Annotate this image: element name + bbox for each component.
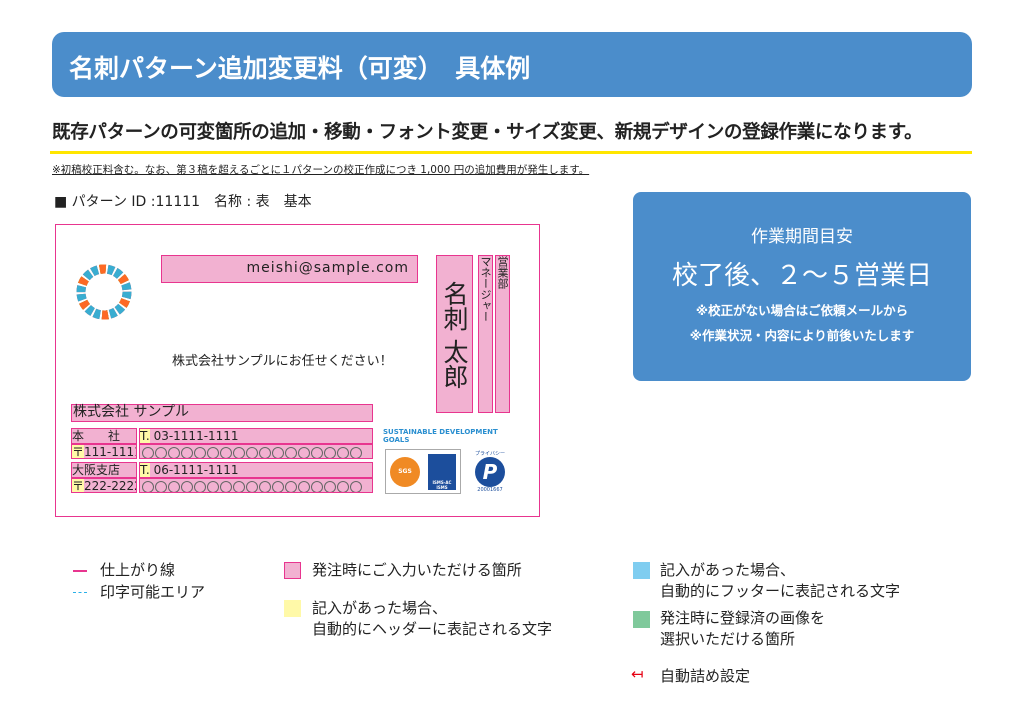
legend-print-area: 印字可能エリア: [100, 583, 206, 601]
placeholder-circle: [337, 446, 349, 458]
office-name-field[interactable]: 大阪支店: [71, 462, 137, 478]
office-name-field[interactable]: 本 社: [71, 428, 137, 444]
certification-logos: SGS ISMS-AC ISMS: [385, 449, 461, 494]
placeholder-circle: [142, 446, 154, 458]
privacy-number: 20001667: [477, 487, 503, 493]
placeholder-circle: [155, 480, 167, 492]
header-swatch: [284, 600, 301, 617]
tel-field[interactable]: T. 06-1111-1111: [139, 462, 373, 478]
page-header: 名刺パターン追加変更料（可変） 具体例: [52, 32, 972, 97]
placeholder-circle: [337, 480, 349, 492]
legend-line: 記入があった場合、: [312, 599, 448, 617]
placeholder-circle: [220, 446, 232, 458]
footer-swatch: [633, 562, 650, 579]
placeholder-circle: [324, 446, 336, 458]
placeholder-circle: [285, 446, 297, 458]
legend-line: 記入があった場合、: [660, 561, 796, 579]
zip-field[interactable]: 〒111-1111: [71, 444, 137, 459]
zip-field[interactable]: 〒222-2222: [71, 478, 137, 493]
legend-header-auto: 記入があった場合、自動的にヘッダーに表記される文字: [312, 598, 552, 640]
print-area-icon: [73, 592, 87, 593]
tel-value: 06-1111-1111: [153, 463, 239, 477]
placeholder-circle: [233, 446, 245, 458]
legend-input: 発注時にご入力いただける箇所: [312, 561, 522, 579]
auto-shrink-arrow-icon: ↤: [631, 665, 644, 683]
legend-line: 自動的にヘッダーに表記される文字: [312, 620, 553, 638]
placeholder-circle: [207, 480, 219, 492]
legend-line: 自動的にフッターに表記される文字: [660, 582, 901, 600]
department-field[interactable]: 営業部: [495, 255, 510, 413]
placeholder-circle: [246, 480, 258, 492]
placeholder-circle: [311, 446, 323, 458]
placeholder-circle: [168, 480, 180, 492]
placeholder-circle: [233, 480, 245, 492]
placeholder-circle: [259, 480, 271, 492]
legend-line: 発注時に登録済の画像を: [660, 609, 826, 627]
privacy-p-icon: P: [475, 457, 505, 487]
placeholder-circle: [272, 480, 284, 492]
placeholder-circle: [298, 446, 310, 458]
privacy-mark-logo: プライバシー P 20001667: [470, 450, 510, 494]
sdg-logo: SUSTAINABLE DEVELOPMENT GOALS: [383, 428, 498, 444]
isms-logo: ISMS-AC ISMS: [428, 453, 456, 490]
legend-auto-shrink: 自動詰め設定: [660, 667, 751, 685]
tel-prefix: T.: [140, 463, 150, 477]
placeholder-circle: [259, 446, 271, 458]
placeholder-circle: [324, 480, 336, 492]
placeholder-circle: [181, 480, 193, 492]
placeholder-circle: [194, 480, 206, 492]
placeholder-circle: [246, 446, 258, 458]
placeholder-circle: [285, 480, 297, 492]
zip-value: 222-2222: [84, 479, 137, 493]
input-swatch: [284, 562, 301, 579]
sgs-logo: SGS: [390, 456, 420, 487]
address-field[interactable]: [139, 478, 373, 493]
email-field[interactable]: meishi@sample.com: [161, 255, 418, 283]
address-field[interactable]: [139, 444, 373, 459]
divider: [50, 151, 972, 154]
zip-mark: 〒: [72, 445, 85, 459]
legend-footer-auto: 記入があった場合、自動的にフッターに表記される文字: [660, 560, 900, 602]
placeholder-circle: [181, 446, 193, 458]
zip-mark: 〒: [72, 479, 85, 493]
subtitle: 既存パターンの可変箇所の追加・移動・フォント変更・サイズ変更、新規デザインの登録…: [52, 122, 923, 143]
tagline: 株式会社サンプルにお任せください！: [172, 354, 393, 369]
period-title: 作業期間目安: [751, 227, 853, 247]
fee-note: ※初稿校正料含む。なお、第３稿を超えるごとに１パターンの校正作成につき 1,00…: [52, 164, 590, 176]
legend-image-select: 発注時に登録済の画像を選択いただける箇所: [660, 608, 825, 650]
placeholder-circle: [350, 446, 362, 458]
placeholder-circle: [311, 480, 323, 492]
placeholder-circle: [207, 446, 219, 458]
company-field[interactable]: 株式会社 サンプル: [71, 404, 373, 422]
placeholder-circle: [194, 446, 206, 458]
privacy-mark-text: プライバシー: [475, 451, 505, 457]
placeholder-circle: [155, 446, 167, 458]
business-card-preview: [55, 224, 540, 517]
placeholder-circle: [142, 480, 154, 492]
tel-value: 03-1111-1111: [153, 429, 239, 443]
period-note: ※校正がない場合はご依頼メールから: [695, 303, 909, 318]
work-period-box: 作業期間目安 校了後、２～５営業日 ※校正がない場合はご依頼メールから ※作業状…: [633, 192, 971, 381]
trim-line-icon: [73, 570, 87, 572]
legend-line: 選択いただける箇所: [660, 630, 796, 648]
legend-trim-line: 仕上がり線: [100, 561, 176, 579]
placeholder-circle: [168, 446, 180, 458]
zip-value: 111-1111: [84, 445, 137, 459]
placeholder-circle: [298, 480, 310, 492]
sdg-wheel-icon: [76, 264, 132, 320]
image-swatch: [633, 611, 650, 628]
period-note: ※作業状況・内容により前後いたします: [689, 328, 915, 343]
title-field[interactable]: マネージャー: [478, 255, 493, 413]
pattern-label: ■ パターン ID :11111 名称 : 表 基本: [54, 194, 312, 210]
period-value: 校了後、２～５営業日: [671, 261, 932, 291]
placeholder-circle: [350, 480, 362, 492]
name-field[interactable]: 名刺 太郎: [436, 255, 473, 413]
placeholder-circle: [272, 446, 284, 458]
placeholder-circle: [220, 480, 232, 492]
tel-field[interactable]: T. 03-1111-1111: [139, 428, 373, 444]
tel-prefix: T.: [140, 429, 150, 443]
